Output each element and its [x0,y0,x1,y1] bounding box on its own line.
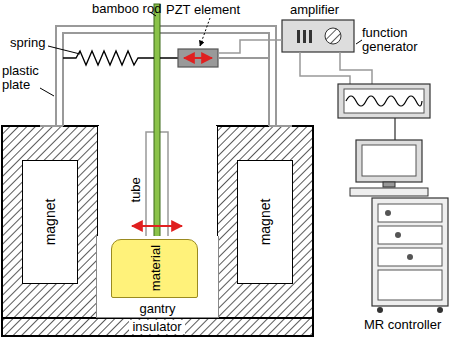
cabinet-knob [385,210,391,216]
node-label: gantry [97,301,218,316]
knob [325,28,341,44]
monitor-stand [383,182,395,187]
part-label: insulator [129,320,184,334]
gantry-box: gantry material [96,236,219,318]
magnet-box: magnet [237,160,293,284]
vibration-arrow [132,225,182,227]
panel-mark [309,30,312,43]
amplifier-box [282,20,354,52]
plastic-plate [63,33,269,126]
sine-trace [346,96,422,106]
pzt-holder [218,57,269,59]
part-label: plastic plate [2,64,50,91]
cabinet-knob [395,232,401,238]
cabinet-wheel [377,307,383,313]
plate-foot [40,125,63,127]
leader-line [200,18,210,46]
monitor-screen [362,145,416,176]
leader-line [40,88,54,96]
cabinet-panel [378,226,442,244]
insulator-band [2,318,313,336]
material-box: material [111,239,198,298]
pzt-coupler [160,57,178,59]
plate-foot [269,125,292,127]
signal-wire [340,52,372,84]
monitor [356,140,422,182]
magnet-box: magnet [22,160,78,284]
keyboard [350,188,428,196]
plastic-plate [40,26,292,126]
part-label: bamboo rod [92,2,161,16]
controller-cabinet [372,198,448,306]
node-label: material [147,245,162,291]
part-label: function generator [362,26,458,53]
cabinet-panel [378,248,442,266]
cabinet-wheel [437,307,443,313]
pzt-element [178,49,218,67]
panel-mark [297,30,300,43]
vibration-arrow [184,57,212,59]
cabinet-panel [378,204,442,222]
scope-screen [344,89,424,113]
node-label: magnet [257,199,273,246]
signal-wire [300,52,350,84]
signal-wire [394,118,396,140]
part-label: MR controller [364,318,441,332]
part-label: PZT element [166,3,240,17]
panel-mark [303,30,306,43]
leader-line [48,46,80,54]
magnet-housing [217,126,313,318]
part-label: tube [129,177,143,202]
magnet-housing [2,126,98,318]
leader-line [356,40,362,44]
node-label: magnet [42,199,58,246]
part-label: spring [10,36,45,50]
bamboo-rod [154,4,160,240]
signal-wire [218,40,282,53]
part-label: amplifier [290,3,339,17]
cabinet-knob [407,254,413,260]
cabinet-panel [378,270,442,300]
oscilloscope [338,84,430,118]
